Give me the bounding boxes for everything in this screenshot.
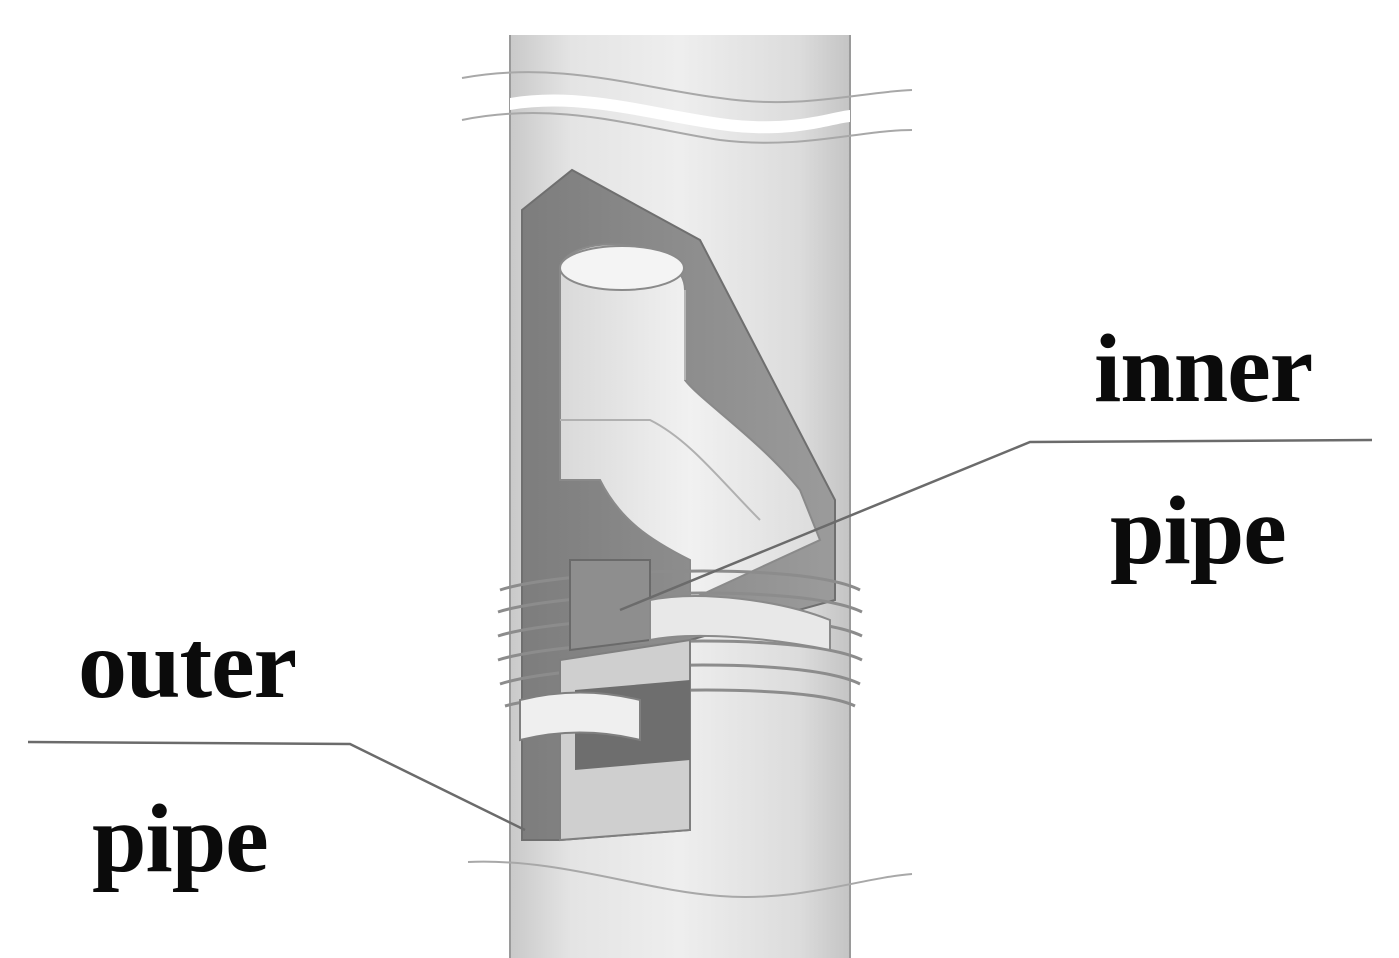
inner-pipe-label-line2: pipe (1110, 477, 1287, 585)
outer-pipe-leader (27, 740, 526, 832)
inner-pipe (559, 243, 822, 602)
inner-pipe-label-line1: inner (1094, 315, 1313, 423)
outer-pipe-label-line1: outer (78, 611, 297, 719)
inner-pipe-leader (619, 438, 1373, 612)
outer-wall-section (519, 638, 691, 842)
bottom-break-lines (467, 860, 913, 898)
inner-pipe-lug (569, 559, 831, 652)
outer-pipe-label-line2: pipe (92, 785, 269, 893)
leader-lines (27, 438, 1373, 832)
top-break-lines (461, 71, 913, 144)
top-break-gap (510, 94, 850, 134)
